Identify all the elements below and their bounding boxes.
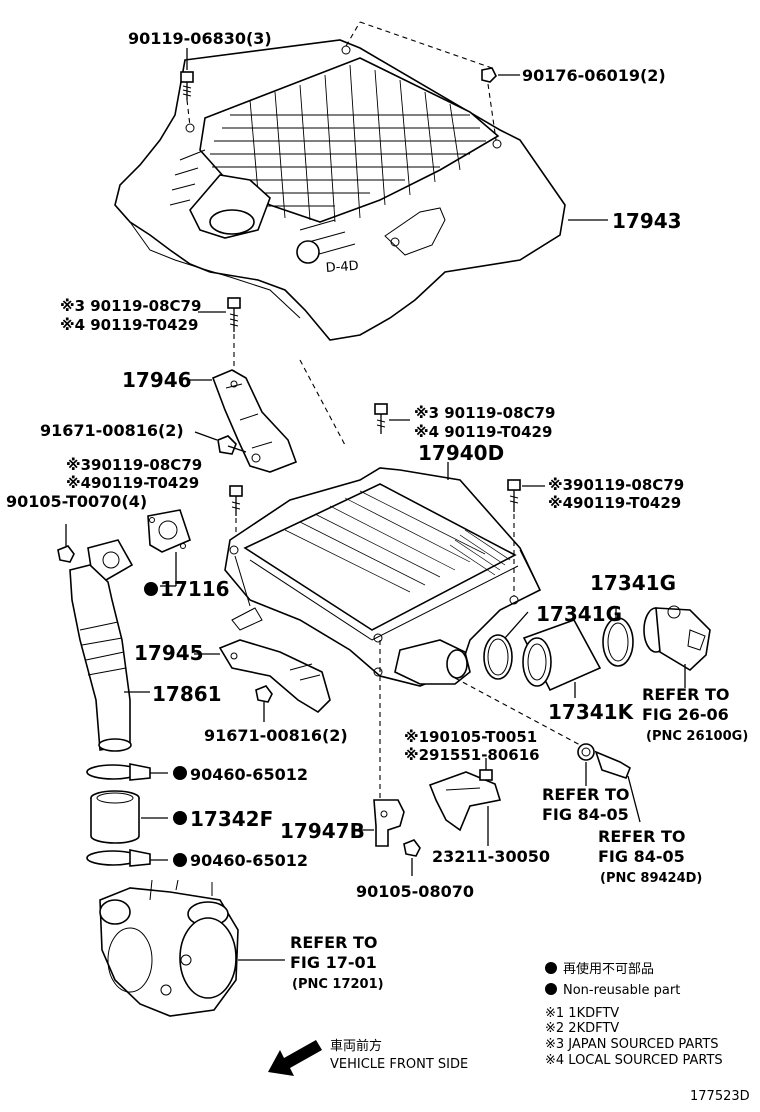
label-bolt-c-jp: ※3 90119-08C79 xyxy=(414,404,555,422)
bolt-90105-08070 xyxy=(403,839,421,857)
label-17947b: 17947B xyxy=(280,819,365,843)
bolt-90119-06830 xyxy=(180,71,194,100)
reference-labels: REFER TO FIG 26-06 (PNC 26100G) REFER TO… xyxy=(290,685,748,992)
ref-fig-84-05-b-line1: REFER TO xyxy=(598,827,686,846)
label-90176-06019: 90176-06019(2) xyxy=(522,66,666,85)
honeycomb-pattern xyxy=(210,64,486,223)
legend-reuse-jp: 再使用不可部品 xyxy=(563,961,654,977)
non-reusable-mark-17342f xyxy=(173,811,187,825)
label-90460-65012-a: 90460-65012 xyxy=(190,765,308,784)
ref-fig-26-06-line3: (PNC 26100G) xyxy=(646,729,748,744)
throttle-body xyxy=(643,605,711,671)
label-90460-65012-b: 90460-65012 xyxy=(190,851,308,870)
bracket-17947b xyxy=(373,799,405,847)
ref-fig-84-05-a-line2: FIG 84-05 xyxy=(542,805,629,824)
label-91671-00816-b: 91671-00816(2) xyxy=(204,726,348,745)
label-17945: 17945 xyxy=(134,641,204,665)
non-reusable-mark-clamp-b xyxy=(173,853,187,867)
ref-fig-84-05-b-line2: FIG 84-05 xyxy=(598,847,685,866)
hose-clamp-17341g-a xyxy=(483,634,513,680)
label-17342f: 17342F xyxy=(190,807,273,831)
gasket-17116 xyxy=(147,509,191,553)
bolt-90105-t0051 xyxy=(479,758,493,781)
bolt-90119-08c79-a xyxy=(227,297,241,332)
cover-emblem: D-4D xyxy=(325,259,359,276)
label-17341g-left: 17341G xyxy=(536,602,622,626)
legend-bullet-jp xyxy=(545,962,557,974)
label-bolt-b-local: ※490119-T0429 xyxy=(66,474,199,492)
vehicle-front-indicator: 車両前方 VEHICLE FRONT SIDE xyxy=(268,1038,468,1076)
non-reusable-mark-clamp-a xyxy=(173,766,187,780)
label-90105-t0051: ※190105-T0051 xyxy=(404,728,537,746)
front-arrow-icon xyxy=(268,1040,322,1076)
bolt-90119-08c79-d xyxy=(507,479,521,512)
legend-note-3: ※3 JAPAN SOURCED PARTS xyxy=(545,1037,719,1052)
label-17341k: 17341K xyxy=(548,700,635,724)
ref-fig-17-01-line2: FIG 17-01 xyxy=(290,953,377,972)
ref-fig-84-05-b-line3: (PNC 89424D) xyxy=(600,871,702,886)
legend-note-2: ※2 2KDFTV xyxy=(545,1021,619,1036)
engine-cover-17943: D-4D xyxy=(114,39,566,341)
label-17116: 17116 xyxy=(160,577,230,601)
legend: 再使用不可部品 Non-reusable part ※1 1KDFTV ※2 2… xyxy=(545,961,723,1068)
label-17861: 17861 xyxy=(152,682,222,706)
legend-bullet-en xyxy=(545,983,557,995)
bolt-90105-t0070 xyxy=(57,524,75,563)
turbocharger xyxy=(99,879,239,1017)
label-17341g-right: 17341G xyxy=(590,571,676,595)
label-bolt-c-local: ※4 90119-T0429 xyxy=(414,423,552,441)
nut-91671-00816-a xyxy=(217,435,247,455)
bolt-90119-08c79-b xyxy=(229,485,243,516)
hose-17341k xyxy=(522,619,602,692)
label-91551-80616: ※291551-80616 xyxy=(404,746,540,764)
label-17946: 17946 xyxy=(122,368,192,392)
hose-clamp-17341g-b xyxy=(602,617,634,667)
part-labels: 90119-06830(3) 90176-06019(2) 17943 ※3 9… xyxy=(6,29,684,901)
clamp-90460-65012-b xyxy=(86,849,151,867)
front-label-jp: 車両前方 xyxy=(330,1038,382,1054)
label-90105-t0070: 90105-T0070(4) xyxy=(6,492,147,511)
non-reusable-mark-17116 xyxy=(144,582,158,596)
label-bolt-a-local: ※4 90119-T0429 xyxy=(60,316,198,334)
intercooler-17940d xyxy=(224,467,542,687)
sensor-plug xyxy=(594,750,631,779)
grommet-90176-06019 xyxy=(481,67,497,83)
label-bolt-d-jp: ※390119-08C79 xyxy=(548,476,684,494)
label-17940d: 17940D xyxy=(418,441,504,465)
ref-fig-17-01-line1: REFER TO xyxy=(290,933,378,952)
sensor-bracket-23211 xyxy=(428,771,502,832)
ref-fig-26-06-line1: REFER TO xyxy=(642,685,730,704)
label-bolt-d-local: ※490119-T0429 xyxy=(548,494,681,512)
legend-note-1: ※1 1KDFTV xyxy=(545,1006,619,1021)
label-17943: 17943 xyxy=(612,209,682,233)
label-bolt-a-jp: ※3 90119-08C79 xyxy=(60,297,201,315)
outlet-pipe-17861 xyxy=(69,539,134,752)
legend-nonreusable: Non-reusable part xyxy=(563,983,680,998)
ref-fig-84-05-a-line1: REFER TO xyxy=(542,785,630,804)
hose-17342f xyxy=(90,790,140,844)
figure-code: 177523D xyxy=(690,1089,750,1104)
label-23211-30050: 23211-30050 xyxy=(432,847,550,866)
nut-91671-00816-b xyxy=(255,685,273,703)
clamp-90460-65012-a xyxy=(86,763,151,781)
ref-fig-17-01-line3: (PNC 17201) xyxy=(292,977,384,992)
front-label-en: VEHICLE FRONT SIDE xyxy=(330,1057,468,1072)
bracket-17945 xyxy=(218,639,331,714)
label-90105-08070: 90105-08070 xyxy=(356,882,474,901)
ref-fig-26-06-line2: FIG 26-06 xyxy=(642,705,729,724)
legend-note-4: ※4 LOCAL SOURCED PARTS xyxy=(545,1053,723,1068)
label-bolt-b-jp: ※390119-08C79 xyxy=(66,456,202,474)
label-90119-06830: 90119-06830(3) xyxy=(128,29,272,48)
bolt-90119-08c79-c xyxy=(374,403,388,434)
gasket-ring xyxy=(577,743,595,761)
label-91671-00816-a: 91671-00816(2) xyxy=(40,421,184,440)
bracket-17946 xyxy=(211,369,298,473)
